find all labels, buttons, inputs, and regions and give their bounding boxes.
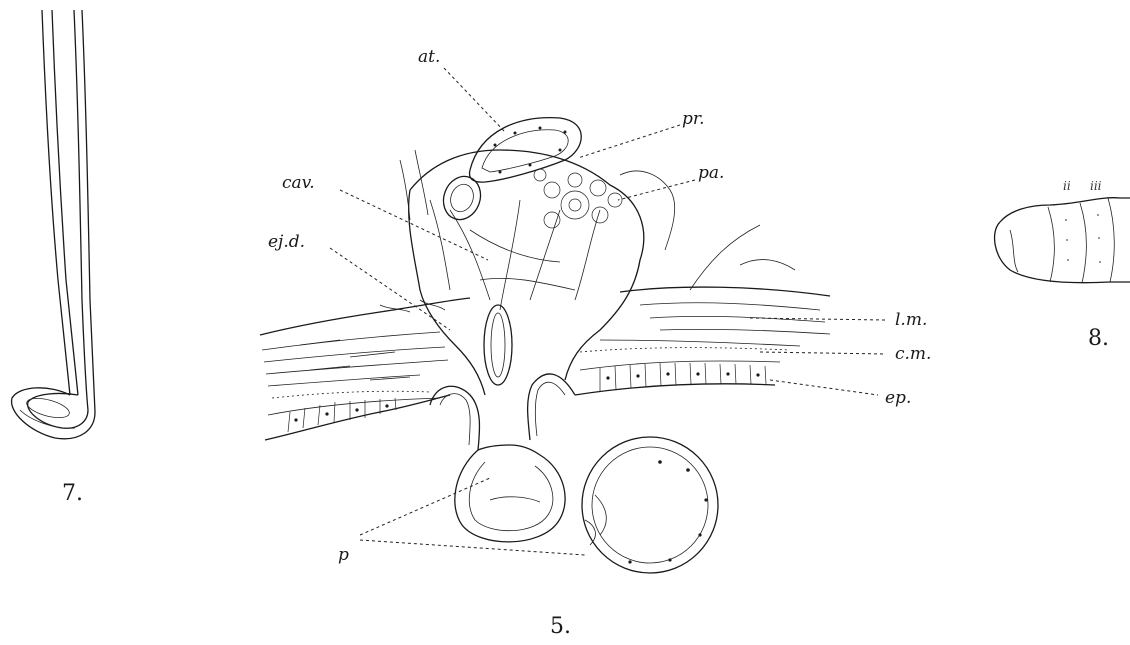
segment-label-iii: iii (1090, 179, 1102, 193)
label-atrium: at. (418, 47, 440, 67)
small-ring-structure (438, 171, 487, 225)
label-pa: pa. (698, 163, 724, 183)
atrium-structure (470, 118, 582, 182)
epidermis-layer (265, 361, 780, 440)
figure-8-number: 8. (1088, 326, 1109, 351)
label-longitudinal-muscle: l.m. (895, 310, 927, 330)
segment-label-ii: ii (1063, 179, 1071, 193)
circular-muscle-layer (272, 348, 790, 398)
figure-5-drawing (260, 68, 885, 573)
label-epidermis: ep. (885, 388, 911, 408)
cell-cluster (534, 169, 622, 228)
figure-8-drawing (995, 198, 1130, 283)
figure-7-number: 7. (62, 481, 83, 506)
longitudinal-muscle-band (260, 287, 830, 386)
papilla-bulb (455, 445, 565, 542)
label-circular-muscle: c.m. (895, 344, 931, 364)
central-tissue-mass (409, 150, 644, 395)
leader-lines (330, 68, 885, 555)
epidermal-folds (430, 374, 575, 450)
label-cavity: cav. (282, 173, 315, 193)
label-prostate: pr. (682, 109, 705, 129)
label-ejaculatory-duct: ej.d. (268, 232, 305, 252)
figure-5-number: 5. (550, 614, 571, 639)
label-papilla: p (338, 545, 349, 565)
figure-7-drawing (12, 10, 95, 439)
papilla-ring (582, 437, 718, 573)
